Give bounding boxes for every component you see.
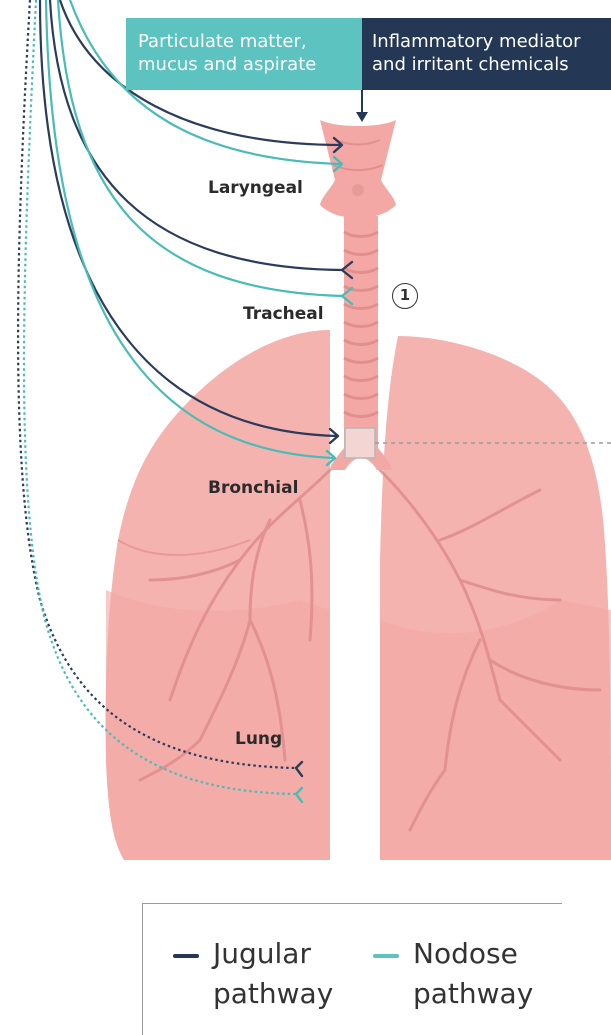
jugular-line2: pathway xyxy=(213,974,333,1014)
legend: Jugular pathway Nodose pathway xyxy=(142,903,562,1035)
particulate-banner: Particulate matter, mucus and aspirate xyxy=(126,18,362,90)
laryngeal-label: Laryngeal xyxy=(208,178,303,198)
step-marker: 1 xyxy=(392,283,418,309)
nodose-swatch xyxy=(373,954,399,958)
nodose-line1: Nodose xyxy=(413,934,533,974)
input-arrow xyxy=(356,90,368,122)
larynx xyxy=(320,120,396,218)
mediator-line1: Inflammatory mediator xyxy=(372,30,611,53)
jugular-line1: Jugular xyxy=(213,934,333,974)
mediator-banner: Inflammatory mediator and irritant chemi… xyxy=(362,18,611,90)
jugular-swatch xyxy=(173,954,199,958)
particulate-line2: mucus and aspirate xyxy=(138,53,362,76)
bronchial-label: Bronchial xyxy=(208,478,298,498)
tracheal-label: Tracheal xyxy=(243,304,324,324)
mediator-line2: and irritant chemicals xyxy=(372,53,611,76)
nodose-line2: pathway xyxy=(413,974,533,1014)
inset-box xyxy=(345,428,375,458)
particulate-line1: Particulate matter, xyxy=(138,30,362,53)
lung-label: Lung xyxy=(235,729,282,749)
right-lung xyxy=(380,336,611,860)
